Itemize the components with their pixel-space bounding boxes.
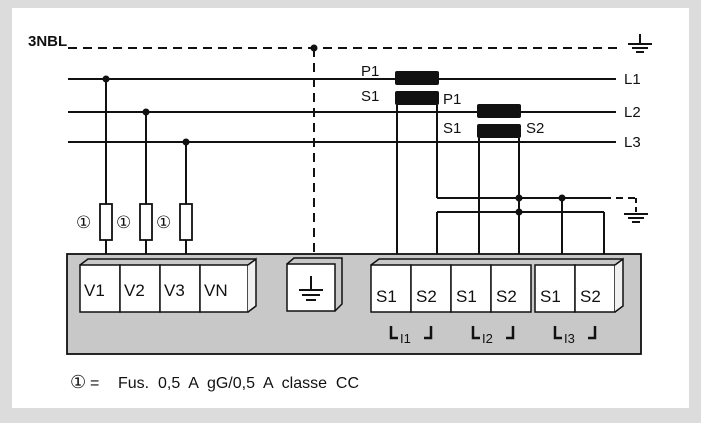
junction-dot	[515, 208, 523, 216]
ct1-primary-core	[395, 71, 439, 85]
line-label-l1: L1	[624, 71, 641, 88]
current-terminals	[370, 257, 624, 313]
fuse-marker: ①	[116, 213, 131, 232]
ct2-secondary-left-label: S1	[443, 120, 461, 137]
earth-icon	[299, 276, 323, 301]
earth-icon	[628, 34, 652, 53]
ct1-primary-label: P1	[361, 63, 379, 80]
group-label-i2: I2	[482, 331, 493, 346]
terminal-s2-i1: S2	[416, 287, 437, 306]
terminal-v3: V3	[164, 281, 185, 300]
system-label: 3NBL	[28, 33, 67, 50]
ct2-secondary-core	[477, 124, 521, 138]
ct2-primary-label: P1	[443, 91, 461, 108]
ct2-primary-core	[477, 104, 521, 118]
line-label-l3: L3	[624, 134, 641, 151]
terminal-s1-i1: S1	[376, 287, 397, 306]
terminal-s1-i2: S1	[456, 287, 477, 306]
fuse-marker: ①	[156, 213, 171, 232]
ct2-secondary-right-label: S2	[526, 120, 544, 137]
line-label-l2: L2	[624, 104, 641, 121]
terminal-s2-i3: S2	[580, 287, 601, 306]
group-label-i1: I1	[400, 331, 411, 346]
fuse-v2	[139, 203, 153, 241]
earth-icon	[624, 213, 648, 223]
ct1-secondary-core	[395, 91, 439, 105]
ct1-secondary-label: S1	[361, 88, 379, 105]
group-label-i3: I3	[564, 331, 575, 346]
legend-text: Fus. 0,5 A gG/0,5 A classe CC	[118, 375, 359, 392]
fuse-marker: ①	[76, 213, 91, 232]
legend-marker: ①	[70, 372, 86, 392]
terminal-s1-i3: S1	[540, 287, 561, 306]
ground-terminal	[286, 263, 336, 312]
fuse-v3	[179, 203, 193, 241]
terminal-s2-i2: S2	[496, 287, 517, 306]
fuse-v1	[99, 203, 113, 241]
legend-equals: =	[90, 375, 99, 392]
terminal-vn: VN	[204, 281, 228, 300]
terminal-v2: V2	[124, 281, 145, 300]
group-bracket-i3	[553, 326, 597, 340]
group-bracket-i2	[471, 326, 515, 340]
group-bracket-i1	[389, 326, 433, 340]
voltage-terminals	[79, 257, 257, 313]
terminal-v1: V1	[84, 281, 105, 300]
